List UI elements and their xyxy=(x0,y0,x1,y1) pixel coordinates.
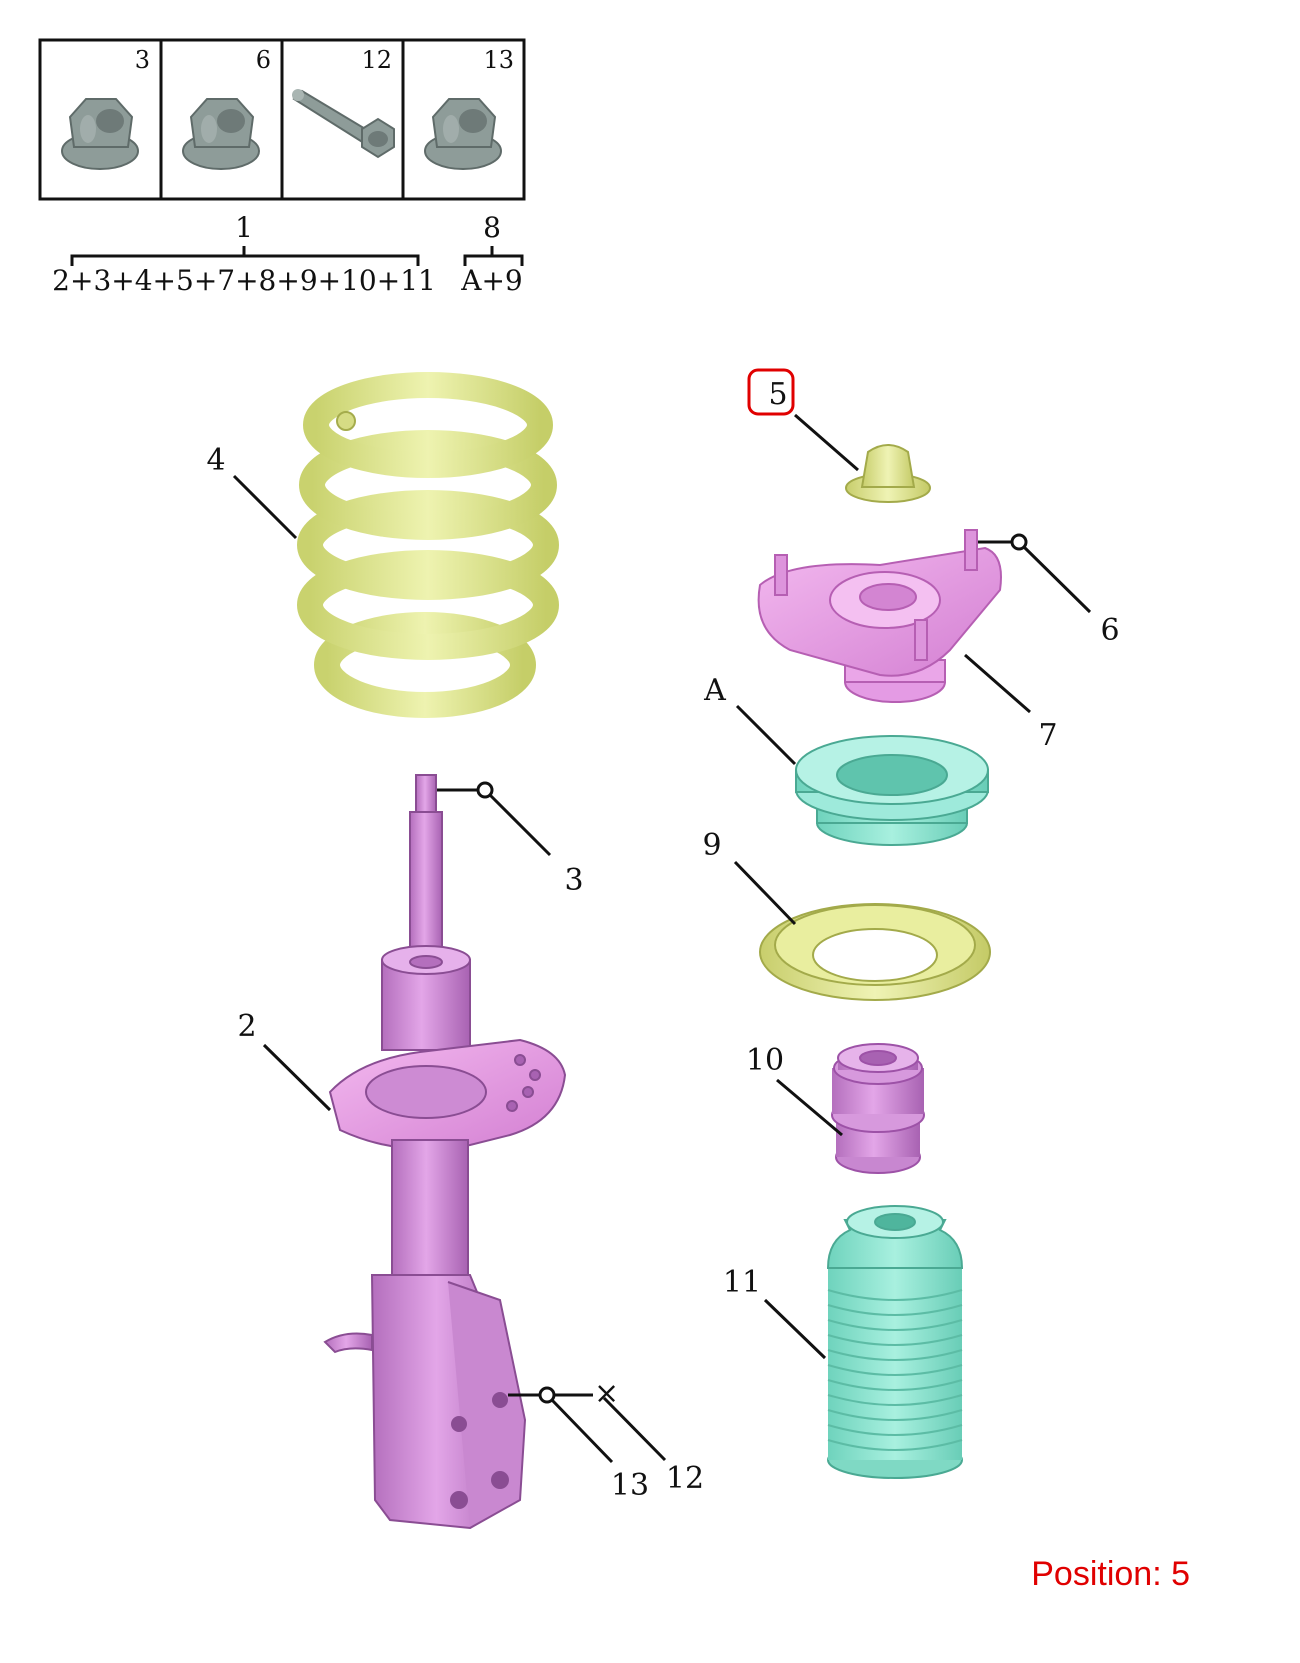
hardware-box-number: 13 xyxy=(483,46,514,74)
strut-bearing xyxy=(795,735,989,846)
callout-7: 7 xyxy=(1038,718,1057,753)
assembly-formula: A+9 xyxy=(460,264,523,297)
position-label: Position: 5 xyxy=(1031,1555,1190,1593)
assembly-formula: 2+3+4+5+7+8+9+10+11 xyxy=(52,264,436,297)
upper-spring-seat xyxy=(759,903,991,1001)
hardware-box-number: 6 xyxy=(256,46,271,74)
hardware-box-number: 3 xyxy=(135,46,150,74)
assembly-formula-8: 8 A+9 xyxy=(460,211,524,297)
assembly-number: 1 xyxy=(235,211,253,244)
bolt-icon xyxy=(292,89,395,159)
flange-nut-icon xyxy=(424,98,502,170)
coil-spring xyxy=(297,372,559,718)
dust-cap xyxy=(845,444,931,503)
callout-10: 10 xyxy=(746,1043,784,1078)
callout-6: 6 xyxy=(1100,613,1119,648)
callout-a: A xyxy=(703,673,726,708)
callout-2: 2 xyxy=(237,1009,256,1044)
callout-12: 12 xyxy=(666,1461,704,1496)
callout-labels: 4 2 3 5 6 7 A 9 10 11 13 12 xyxy=(206,368,1120,1503)
hardware-table: 3 6 12 13 xyxy=(38,38,526,201)
callout-4: 4 xyxy=(206,443,225,478)
strut-body xyxy=(323,774,567,1530)
callout-11: 11 xyxy=(723,1265,761,1300)
bump-stop xyxy=(831,1043,925,1174)
svg-text:×: × xyxy=(594,1376,619,1411)
leader-lines: × xyxy=(232,413,1092,1464)
callout-13: 13 xyxy=(611,1468,649,1503)
highlight-box xyxy=(747,368,795,416)
callout-5: 5 xyxy=(768,377,787,412)
assembly-number: 8 xyxy=(483,211,501,244)
assembly-formula-1: 1 2+3+4+5+7+8+9+10+11 xyxy=(52,211,436,297)
strut-top-mount xyxy=(757,529,1002,703)
hardware-box-number: 12 xyxy=(361,46,392,74)
flange-nut-icon xyxy=(61,98,139,170)
flange-nut-icon xyxy=(182,98,260,170)
callout-3: 3 xyxy=(564,863,583,898)
dust-boot xyxy=(826,1205,964,1479)
callout-9: 9 xyxy=(702,828,721,863)
